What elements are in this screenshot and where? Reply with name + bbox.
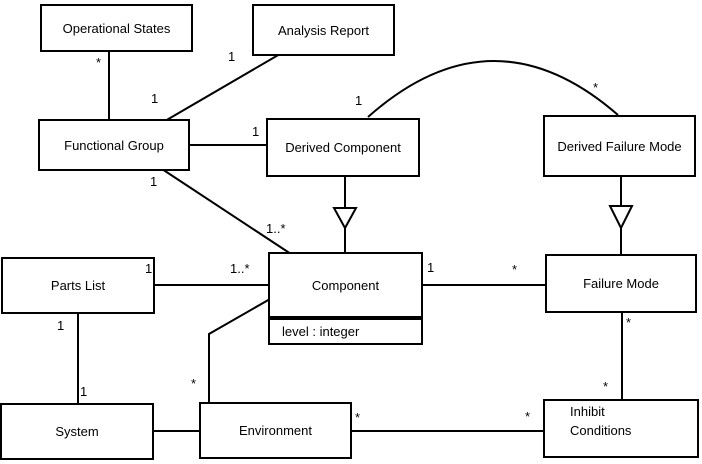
- mult-label: *: [512, 262, 518, 277]
- class-name: Derived Component: [285, 140, 401, 155]
- mult-label: 1: [252, 124, 260, 139]
- mult-label: *: [525, 409, 531, 424]
- mult-label: *: [603, 379, 609, 394]
- class-box-inhibit-conditions: Inhibit Conditions: [543, 399, 699, 458]
- mult-label: 1: [228, 49, 236, 64]
- class-name: Analysis Report: [277, 22, 370, 38]
- class-title-compartment: Component: [268, 252, 423, 318]
- mult-label: 1..*: [230, 261, 250, 276]
- mult-label: 1: [355, 93, 363, 108]
- assoc-derived-component-derived-failure-mode-arc: [367, 60, 619, 118]
- class-box-failure-mode: Failure Mode: [545, 254, 697, 313]
- assoc-functional-group-component: [161, 168, 292, 255]
- class-name: Operational States: [62, 20, 171, 36]
- class-box-functional-group: Functional Group: [38, 119, 190, 171]
- mult-label: 1: [151, 91, 159, 106]
- assoc-analysis-report-functional-group: [164, 53, 281, 122]
- class-name: Functional Group: [64, 137, 164, 153]
- mult-label: *: [626, 315, 632, 330]
- class-name: Component: [311, 277, 380, 293]
- mult-label: 1: [57, 318, 65, 333]
- class-name: System: [55, 424, 99, 439]
- generalization-triangle-icon: [608, 205, 634, 231]
- class-name: Environment: [239, 423, 312, 438]
- class-box-parts-list: Parts List: [1, 257, 155, 314]
- mult-label: *: [593, 80, 599, 95]
- class-name: Derived Failure Mode: [557, 138, 682, 154]
- mult-label: *: [191, 376, 197, 391]
- class-box-derived-component: Derived Component: [266, 118, 420, 177]
- mult-label: 1: [427, 260, 435, 275]
- mult-label: 1: [80, 384, 88, 399]
- class-box-operational-states: Operational States: [40, 4, 193, 52]
- class-name: Failure Mode: [583, 276, 659, 291]
- class-attribute: level : integer: [282, 324, 360, 339]
- mult-label: *: [355, 410, 361, 425]
- mult-label: *: [96, 55, 102, 70]
- class-box-system: System: [0, 403, 154, 460]
- class-box-component: Component level : integer: [268, 252, 423, 345]
- class-box-analysis-report: Analysis Report: [252, 4, 395, 56]
- class-box-environment: Environment: [199, 402, 352, 459]
- mult-label: 1..*: [266, 221, 286, 236]
- class-name: Inhibit Conditions: [570, 404, 632, 438]
- class-name: Parts List: [50, 278, 106, 293]
- generalization-triangle-icon: [332, 207, 358, 231]
- assoc-environment-component: [208, 298, 271, 404]
- class-attribute-compartment: level : integer: [268, 318, 423, 345]
- class-box-derived-failure-mode: Derived Failure Mode: [543, 115, 696, 177]
- mult-label: 1: [145, 261, 153, 276]
- mult-label: 1: [150, 174, 158, 189]
